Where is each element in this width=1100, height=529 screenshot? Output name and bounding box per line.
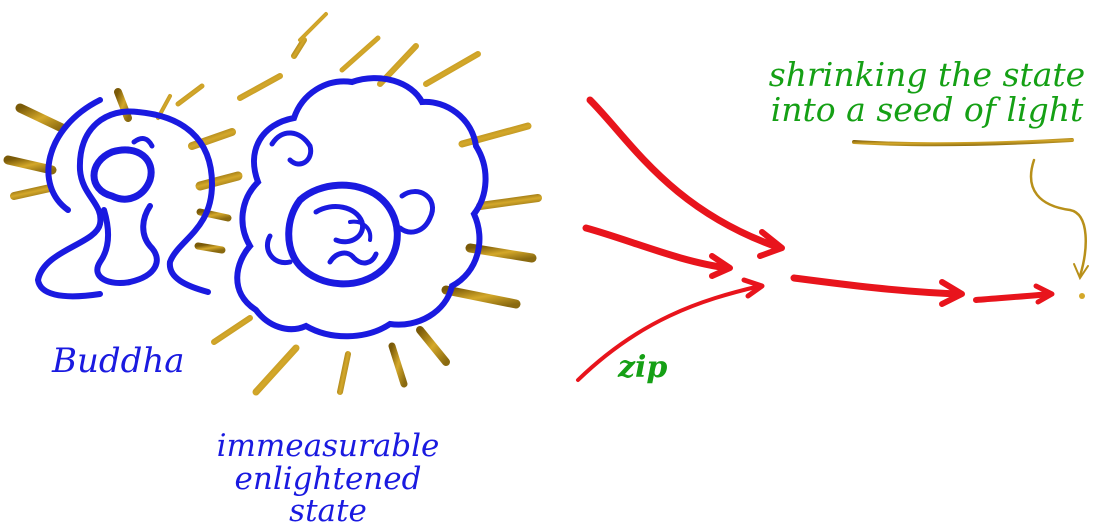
seed-of-light bbox=[1079, 293, 1085, 299]
zip-label: zip bbox=[618, 350, 668, 385]
buddha-figure bbox=[34, 97, 216, 300]
shrinking-label-line2: into a seed of light bbox=[770, 89, 1084, 129]
buddha-label: Buddha bbox=[52, 341, 185, 381]
enlightened-state-label-line2: enlightened state bbox=[234, 460, 422, 529]
zip-arrows bbox=[576, 96, 1055, 382]
shrinking-label-line1: shrinking the state bbox=[768, 55, 1086, 94]
shrinking-label: shrinking the state into a seed of light bbox=[762, 55, 1092, 129]
enlightened-state-label-line1: immeasurable bbox=[216, 428, 440, 464]
enlightened-state-cloud bbox=[234, 75, 489, 340]
enlightened-state-label: immeasurable enlightened state bbox=[198, 430, 458, 528]
seed-pointer bbox=[852, 138, 1089, 281]
